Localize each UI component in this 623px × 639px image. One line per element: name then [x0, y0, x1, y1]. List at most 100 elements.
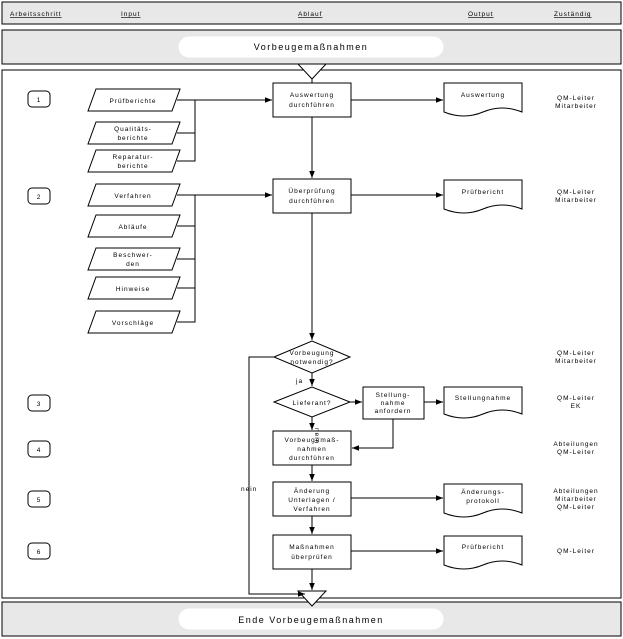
step-2: 2	[37, 194, 42, 201]
process-auswertung-line2: durchführen	[289, 102, 335, 109]
resp-6-line1: QM-Leiter	[557, 548, 595, 555]
header-output: Output	[468, 11, 494, 18]
connector-bottom	[296, 590, 328, 607]
resp-5-line3: QM-Leiter	[557, 504, 595, 511]
resp-2-line1: QM-Leiter	[557, 189, 595, 196]
input-hinweise-label: Hinweise	[116, 286, 150, 293]
process-vorbeugemassnahmen	[272, 430, 352, 466]
input-qualitaet-line2: berichte	[117, 135, 148, 142]
input-ablaeufe-label: Abläufe	[118, 224, 147, 231]
process-ueberpruefung	[272, 178, 352, 214]
input-connectors	[177, 97, 272, 323]
output-stellungnahme	[443, 386, 523, 419]
label-nein-vorbeugung: nein	[241, 486, 257, 493]
input-qualitaet-line1: Qualitäts-	[114, 126, 152, 133]
header-zustaendig: Zuständig	[554, 11, 592, 18]
resp-4-line1: Abteilungen	[553, 441, 598, 448]
step-markers: 1 2 3 4 5 6	[27, 90, 51, 560]
process-aenderung-line3: Verfahren	[293, 506, 330, 513]
input-vorschlaege-label: Vorschläge	[112, 320, 154, 327]
process-massnahmen-line2: überprüfen	[291, 554, 332, 561]
end-label: Ende Vorbeugemaßnahmen	[238, 615, 384, 625]
step-5: 5	[37, 497, 42, 504]
resp-3-line2: EK	[571, 403, 582, 410]
step-6-box	[27, 542, 51, 560]
responsible: QM-Leiter Mitarbeiter QM-Leiter Mitarbei…	[553, 95, 598, 555]
start-terminator	[178, 36, 444, 58]
resp-decision-line1: QM-Leiter	[557, 350, 595, 357]
process-aenderung	[272, 481, 352, 517]
label-ja: ja	[295, 378, 303, 385]
resp-4-line2: QM-Leiter	[557, 449, 595, 456]
input-beschwerden	[87, 247, 181, 271]
input-pruefberichte	[87, 88, 181, 112]
process-aenderung-line2: Unterlagen /	[288, 497, 335, 504]
process-ueberpruefung-line2: durchführen	[289, 198, 335, 205]
process-vorbeuge-line1: Vorbeugemaß-	[285, 437, 340, 444]
start-label: Vorbeugemaßnahmen	[254, 42, 369, 52]
step-1-box	[27, 90, 51, 108]
output-auswertung	[443, 82, 523, 117]
process-vorbeuge-line3: durchführen	[289, 455, 335, 462]
input-verfahren	[87, 183, 181, 207]
header-ablauf: Ablauf	[298, 11, 322, 18]
resp-1-line1: QM-Leiter	[557, 95, 595, 102]
input-reparatur-line2: berichte	[117, 163, 148, 170]
header-input: Input	[121, 11, 140, 18]
resp-decision-line2: Mitarbeiter	[555, 358, 597, 365]
output-pruefbericht-1	[443, 179, 523, 214]
output-stellungnahme-label: Stellungnahme	[455, 395, 511, 402]
decision-lieferant-label: Lieferant?	[293, 400, 332, 407]
header-arbeitsschritt: Arbeitsschritt	[10, 11, 62, 18]
output-pruefbericht-1-label: Prüfbericht	[462, 189, 504, 196]
input-beschwerden-line1: Beschwer-	[113, 252, 153, 259]
input-pruefberichte-label: Prüfberichte	[109, 98, 156, 105]
output-auswertung-label: Auswertung	[461, 92, 505, 99]
resp-5-line2: Mitarbeiter	[555, 496, 597, 503]
process-ueberpruefung-line1: Überprüfung	[288, 187, 335, 195]
process-vorbeuge-line2: nahmen	[297, 446, 327, 453]
step-1: 1	[37, 97, 42, 104]
output-pruefbericht-2	[443, 535, 523, 570]
process-aenderung-line1: Änderung	[294, 487, 330, 495]
process-stellung-line2: nahme	[381, 400, 406, 407]
process-auswertung	[272, 82, 352, 118]
process-auswertung-line1: Auswertung	[290, 92, 334, 99]
decision-vorbeugung-line2: notwendig?	[290, 359, 333, 366]
step-3: 3	[37, 401, 42, 408]
output-aenderungsprotokoll	[443, 483, 523, 518]
input-vorschlaege	[87, 310, 181, 334]
process-massnahmen	[272, 534, 352, 570]
step-2-box	[27, 187, 51, 205]
inputs: Prüfberichte Qualitäts- berichte Reparat…	[87, 88, 181, 334]
output-aenderung-line1: Änderungs-	[461, 488, 505, 496]
step-4: 4	[37, 447, 42, 454]
input-verfahren-label: Verfahren	[114, 193, 151, 200]
end-terminator	[178, 608, 444, 630]
resp-5-line1: Abteilungen	[553, 488, 598, 495]
process-steps: Auswertung durchführen Überprüfung durch…	[272, 82, 425, 570]
label-nein-lieferant: nein	[313, 428, 320, 444]
header-bar	[1, 1, 622, 25]
input-ablaeufe	[87, 214, 181, 238]
input-qualitaetsberichte	[87, 121, 181, 145]
connector-top	[296, 63, 328, 80]
decision-vorbeugung	[272, 340, 352, 374]
input-reparaturberichte	[87, 149, 181, 173]
output-pruefbericht-2-label: Prüfbericht	[462, 544, 504, 551]
process-stellung-line1: Stellung-	[376, 392, 411, 399]
output-aenderung-line2: protokoll	[466, 498, 500, 505]
outputs: Auswertung Prüfbericht Stellungnahme Änd…	[443, 82, 523, 570]
process-stellung-line3: anfordern	[375, 408, 412, 415]
input-beschwerden-line2: den	[126, 261, 140, 268]
step-6: 6	[37, 549, 42, 556]
decision-vorbeugung-line1: Vorbeugung	[289, 350, 334, 357]
step-4-box	[27, 440, 51, 458]
input-reparatur-line1: Reparatur-	[112, 154, 153, 161]
resp-1-line2: Mitarbeiter	[555, 103, 597, 110]
input-hinweise	[87, 276, 181, 300]
process-massnahmen-line1: Maßnahmen	[289, 544, 335, 551]
step-3-box	[27, 394, 51, 412]
resp-2-line2: Mitarbeiter	[555, 197, 597, 204]
